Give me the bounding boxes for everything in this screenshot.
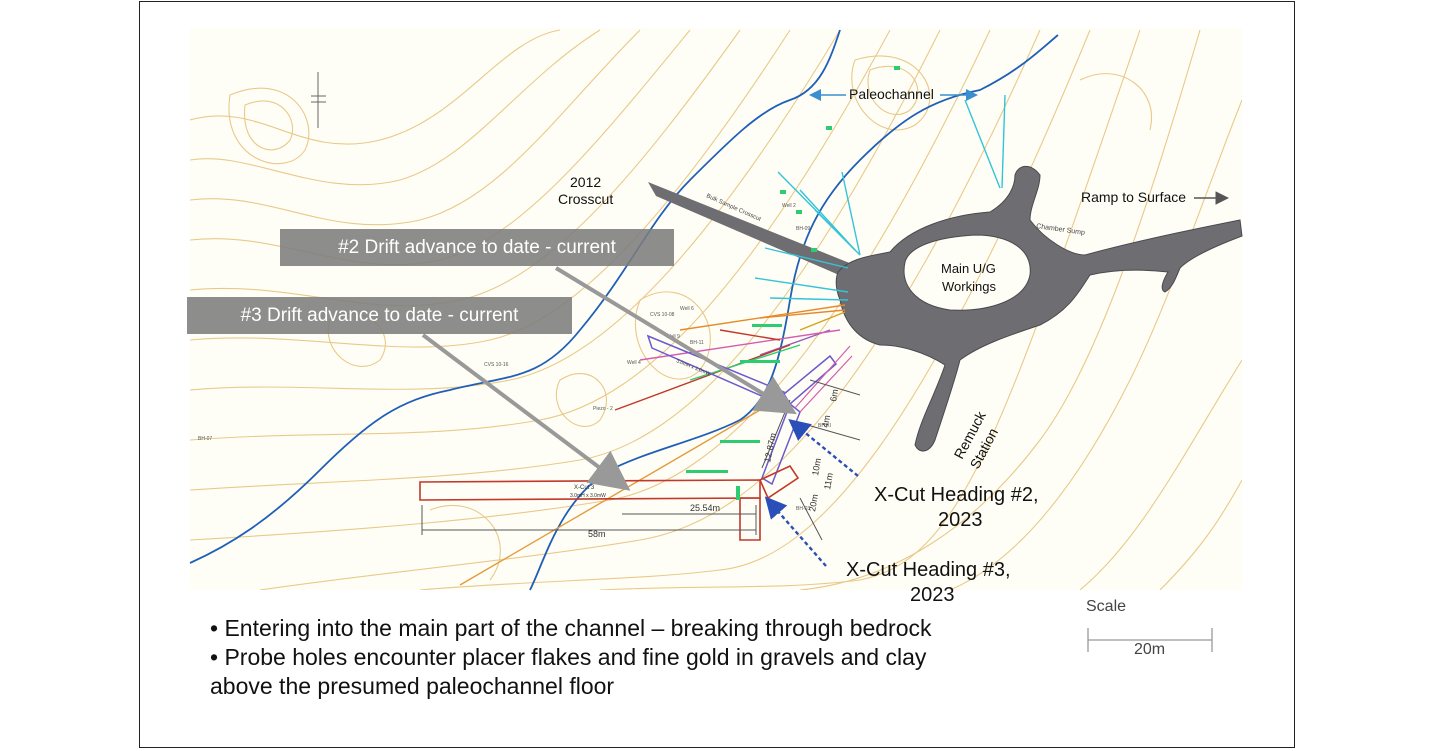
heading3-label-1: X-Cut Heading #3, xyxy=(846,559,1011,581)
dim-58m: 58m xyxy=(588,529,606,539)
survey-markers xyxy=(686,66,900,500)
north-arrow-icon xyxy=(311,72,326,128)
crosscut-label: Crosscut xyxy=(558,191,614,207)
heading3-arrow xyxy=(764,496,827,567)
dim-20m: 20m xyxy=(807,493,820,512)
bullet-item: above the presumed paleochannel floor xyxy=(210,673,615,699)
svg-text:BH-09: BH-09 xyxy=(796,226,810,232)
heading2-label-2: 2023 xyxy=(938,509,983,531)
dim-25-54m: 25.54m xyxy=(690,503,720,513)
svg-text:Well 2: Well 2 xyxy=(782,203,796,209)
svg-text:CVS 10-16: CVS 10-16 xyxy=(484,362,509,368)
heading2-arrow xyxy=(788,418,859,477)
drift2-pointer-arrow xyxy=(554,266,797,415)
x-cut-3-label: X-Cut 3 xyxy=(574,485,595,491)
heading2-label-1: X-Cut Heading #2, xyxy=(874,484,1039,506)
crosscut-year-label: 2012 xyxy=(570,174,602,190)
svg-text:CVS 10-08: CVS 10-08 xyxy=(650,312,675,318)
drift2-banner-text: #2 Drift advance to date - current xyxy=(338,236,616,258)
main-workings xyxy=(835,165,1243,452)
dim-6m: 6m xyxy=(828,388,840,402)
dim-11m: 11m xyxy=(822,472,835,490)
svg-text:Piezo - 2: Piezo - 2 xyxy=(593,406,613,412)
scale-title: Scale xyxy=(1086,598,1127,615)
contour-lines xyxy=(190,29,1242,590)
x-cut-3 xyxy=(419,464,800,541)
dimension-lines xyxy=(421,379,861,541)
bullet-item: • Probe holes encounter placer flakes an… xyxy=(210,644,927,670)
bullet-list: • Entering into the main part of the cha… xyxy=(210,614,932,701)
paleochannel-label: Paleochannel xyxy=(849,86,934,102)
drift3-banner-text: #3 Drift advance to date - current xyxy=(240,304,519,326)
heading3-label-2: 2023 xyxy=(910,584,955,606)
scale-bar xyxy=(1087,628,1213,652)
drift3-pointer-arrow xyxy=(421,333,631,491)
svg-text:BH-03: BH-03 xyxy=(796,506,810,512)
drift2-banner: #2 Drift advance to date - current xyxy=(280,229,674,266)
drift3-banner: #3 Drift advance to date - current xyxy=(187,297,572,334)
bullet-item: • Entering into the main part of the cha… xyxy=(210,615,932,641)
ramp-to-surface-label: Ramp to Surface xyxy=(1081,189,1187,205)
scale-value: 20m xyxy=(1134,641,1166,658)
main-workings-label-1: Main U/G xyxy=(941,261,996,276)
bulk-sample-crosscut xyxy=(648,182,852,278)
dim-4m: 4m xyxy=(820,414,832,428)
svg-text:BH KI: BH KI xyxy=(818,423,831,429)
x-cut-2-pink xyxy=(794,345,853,413)
probe-lines xyxy=(459,94,1006,586)
main-workings-label-2: Workings xyxy=(942,279,996,294)
svg-text:Well 4: Well 4 xyxy=(627,360,641,366)
svg-text:Well 6: Well 6 xyxy=(680,306,694,312)
svg-text:BH-07: BH-07 xyxy=(198,436,212,442)
dim-10m: 10m xyxy=(810,457,823,476)
x-cut-3-dims: 3.0mH x 3.0mW xyxy=(570,493,606,499)
svg-text:BH-11: BH-11 xyxy=(690,340,704,346)
